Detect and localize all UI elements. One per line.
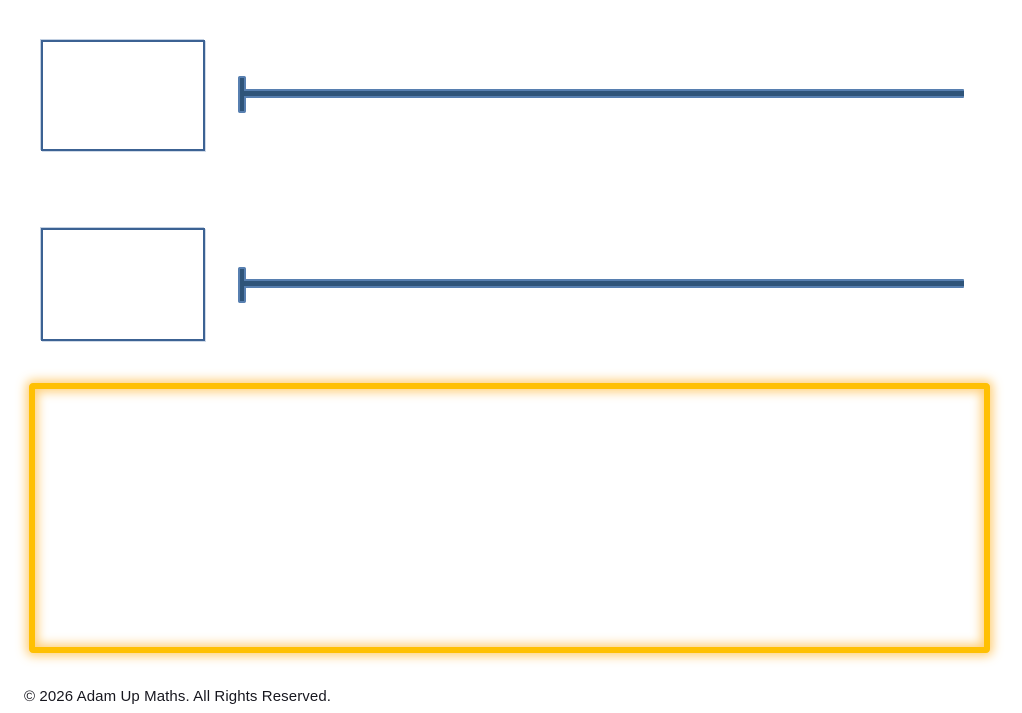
copyright-text: © 2026 Adam Up Maths. All Rights Reserve…: [24, 688, 332, 705]
answer-box-1: [41, 40, 205, 151]
answer-highlight-box: [29, 383, 990, 653]
line-bar-2: [244, 279, 964, 288]
answer-box-2: [41, 228, 205, 341]
line-bar-1: [244, 89, 964, 98]
